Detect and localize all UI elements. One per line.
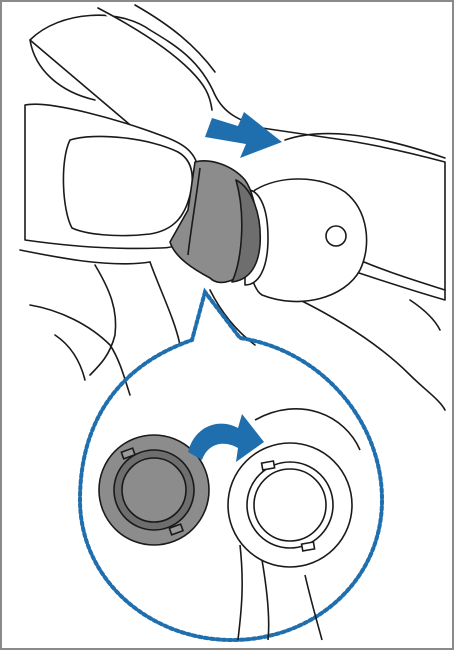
detail-ear-tip-tab-top [120,447,137,460]
finger-right-3 [299,299,446,411]
thumb [24,103,201,250]
finger-right-1 [284,132,446,159]
detail-ear-tip-tab-bottom [168,523,185,536]
detail-ear-tip-inner [121,457,187,523]
arrow-right-icon [205,112,282,158]
callout-outline [77,287,385,643]
finger-upper-2 [134,4,216,73]
thumbnail [62,135,194,237]
detail-ear-tip [98,434,210,546]
finger-upper-3 [29,39,96,101]
detail-nozzle-tab-top [260,460,276,471]
earbud-sensor [325,225,347,247]
ear-tip [169,160,262,284]
finger-upper [97,7,213,111]
finger-lower-mid [149,261,181,346]
palm-lower-2 [54,334,86,381]
finger-right-4 [409,299,441,331]
ear-tip-inner [231,179,262,283]
detail-earbud-body [237,408,361,641]
curved-arrow-icon [188,414,264,462]
earbud [244,178,368,303]
detail-nozzle-tab-bottom [300,541,316,552]
detail-nozzle-inner [253,468,327,542]
finger-lower-right [209,289,256,346]
ear-tip-edge [187,167,201,256]
detail-earbud [227,408,361,641]
wrist-line [19,249,151,265]
finger-lower-left [89,264,117,376]
